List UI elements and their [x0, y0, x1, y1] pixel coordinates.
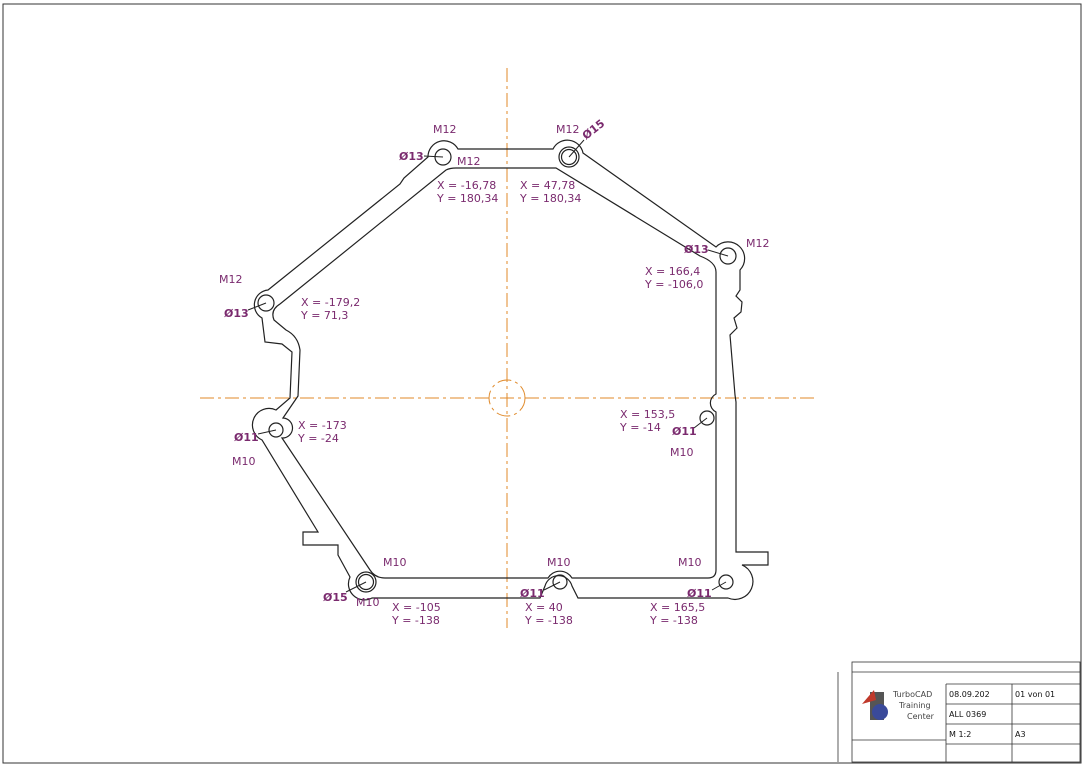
hole-6: [699, 410, 715, 426]
leader-2: [568, 139, 585, 158]
diameter-label: Ø13: [399, 150, 424, 163]
thread-label: M10: [383, 556, 407, 569]
hole-9: [718, 574, 734, 590]
diameter-label: Ø11: [687, 587, 712, 600]
y-coordinate-label: Y = -138: [391, 614, 440, 627]
thread-label: M10: [678, 556, 702, 569]
logo-text: TurboCAD: [892, 690, 932, 699]
logo-text: Center: [907, 712, 935, 721]
hole-2-inner: [560, 148, 578, 166]
y-coordinate-label: Y = -138: [649, 614, 698, 627]
diameter-label: Ø13: [224, 307, 249, 320]
logo-mark: [872, 704, 888, 720]
hole-8: [552, 574, 568, 590]
title-block-scale: M 1:2: [949, 730, 971, 739]
hole-2: [558, 146, 580, 168]
x-coordinate-label: X = -105: [392, 601, 441, 614]
hole-3: [719, 247, 737, 265]
holes: [257, 146, 737, 593]
leader-6: [693, 417, 708, 429]
x-coordinate-label: X = -179,2: [301, 296, 360, 309]
diameter-label: Ø15: [580, 117, 607, 142]
leader-1: [423, 155, 444, 158]
logo-mark: [862, 690, 876, 704]
title-block: [837, 661, 1081, 763]
leader-9: [711, 581, 727, 591]
thread-label: M10: [232, 455, 256, 468]
y-coordinate-label: Y = 180,34: [436, 192, 498, 205]
centerlines: [200, 68, 815, 628]
leader-7: [345, 581, 367, 593]
title-block-frame: [851, 661, 1081, 763]
x-coordinate-label: X = -16,78: [437, 179, 496, 192]
diameter-label: Ø11: [520, 587, 545, 600]
gasket-outer-contour: [251, 139, 769, 601]
thread-label: M10: [547, 556, 571, 569]
title-block-format: A3: [1015, 730, 1026, 739]
title-block-date: 08.09.202: [949, 690, 990, 699]
hole-4: [257, 294, 275, 312]
y-coordinate-label: Y = -24: [297, 432, 339, 445]
thread-label: M12: [746, 237, 770, 250]
y-coordinate-label: Y = 180,34: [519, 192, 581, 205]
title-block-drawing-number: ALL 0369: [949, 710, 986, 719]
x-coordinate-label: X = -173: [298, 419, 347, 432]
thread-label: M10: [356, 596, 380, 609]
leader-3: [707, 249, 729, 257]
thread-label: M10: [670, 446, 694, 459]
thread-label: M12: [556, 123, 580, 136]
x-coordinate-label: X = 153,5: [620, 408, 675, 421]
diameter-label: Ø15: [323, 591, 348, 604]
x-coordinate-label: X = 166,4: [645, 265, 700, 278]
diameter-label: Ø13: [684, 243, 709, 256]
diameter-label: Ø11: [234, 431, 259, 444]
logo-text: Training: [898, 701, 931, 710]
company-logo: TurboCAD Training Center: [862, 690, 935, 721]
thread-label: M12: [433, 123, 457, 136]
drawing-frame: [2, 3, 1082, 764]
diameter-label: Ø11: [672, 425, 697, 438]
leader-8: [543, 581, 561, 591]
title-block-sheet: 01 von 01: [1015, 690, 1055, 699]
y-coordinate-label: Y = -14: [619, 421, 661, 434]
leader-4: [247, 302, 267, 311]
y-coordinate-label: Y = 71,3: [300, 309, 348, 322]
hole-5: [268, 422, 284, 438]
leader-5: [257, 429, 277, 435]
x-coordinate-label: X = 40: [525, 601, 563, 614]
hole-7: [355, 571, 377, 593]
leader-lines: [247, 139, 729, 593]
gasket-inner-contour: [272, 167, 717, 579]
thread-label: M12: [219, 273, 243, 286]
x-coordinate-label: X = 165,5: [650, 601, 705, 614]
y-coordinate-label: Y = -106,0: [644, 278, 703, 291]
thread-label: M12: [457, 155, 481, 168]
x-coordinate-label: X = 47,78: [520, 179, 575, 192]
center-circle: [488, 379, 526, 417]
y-coordinate-label: Y = -138: [524, 614, 573, 627]
hole-7-inner: [357, 573, 375, 591]
